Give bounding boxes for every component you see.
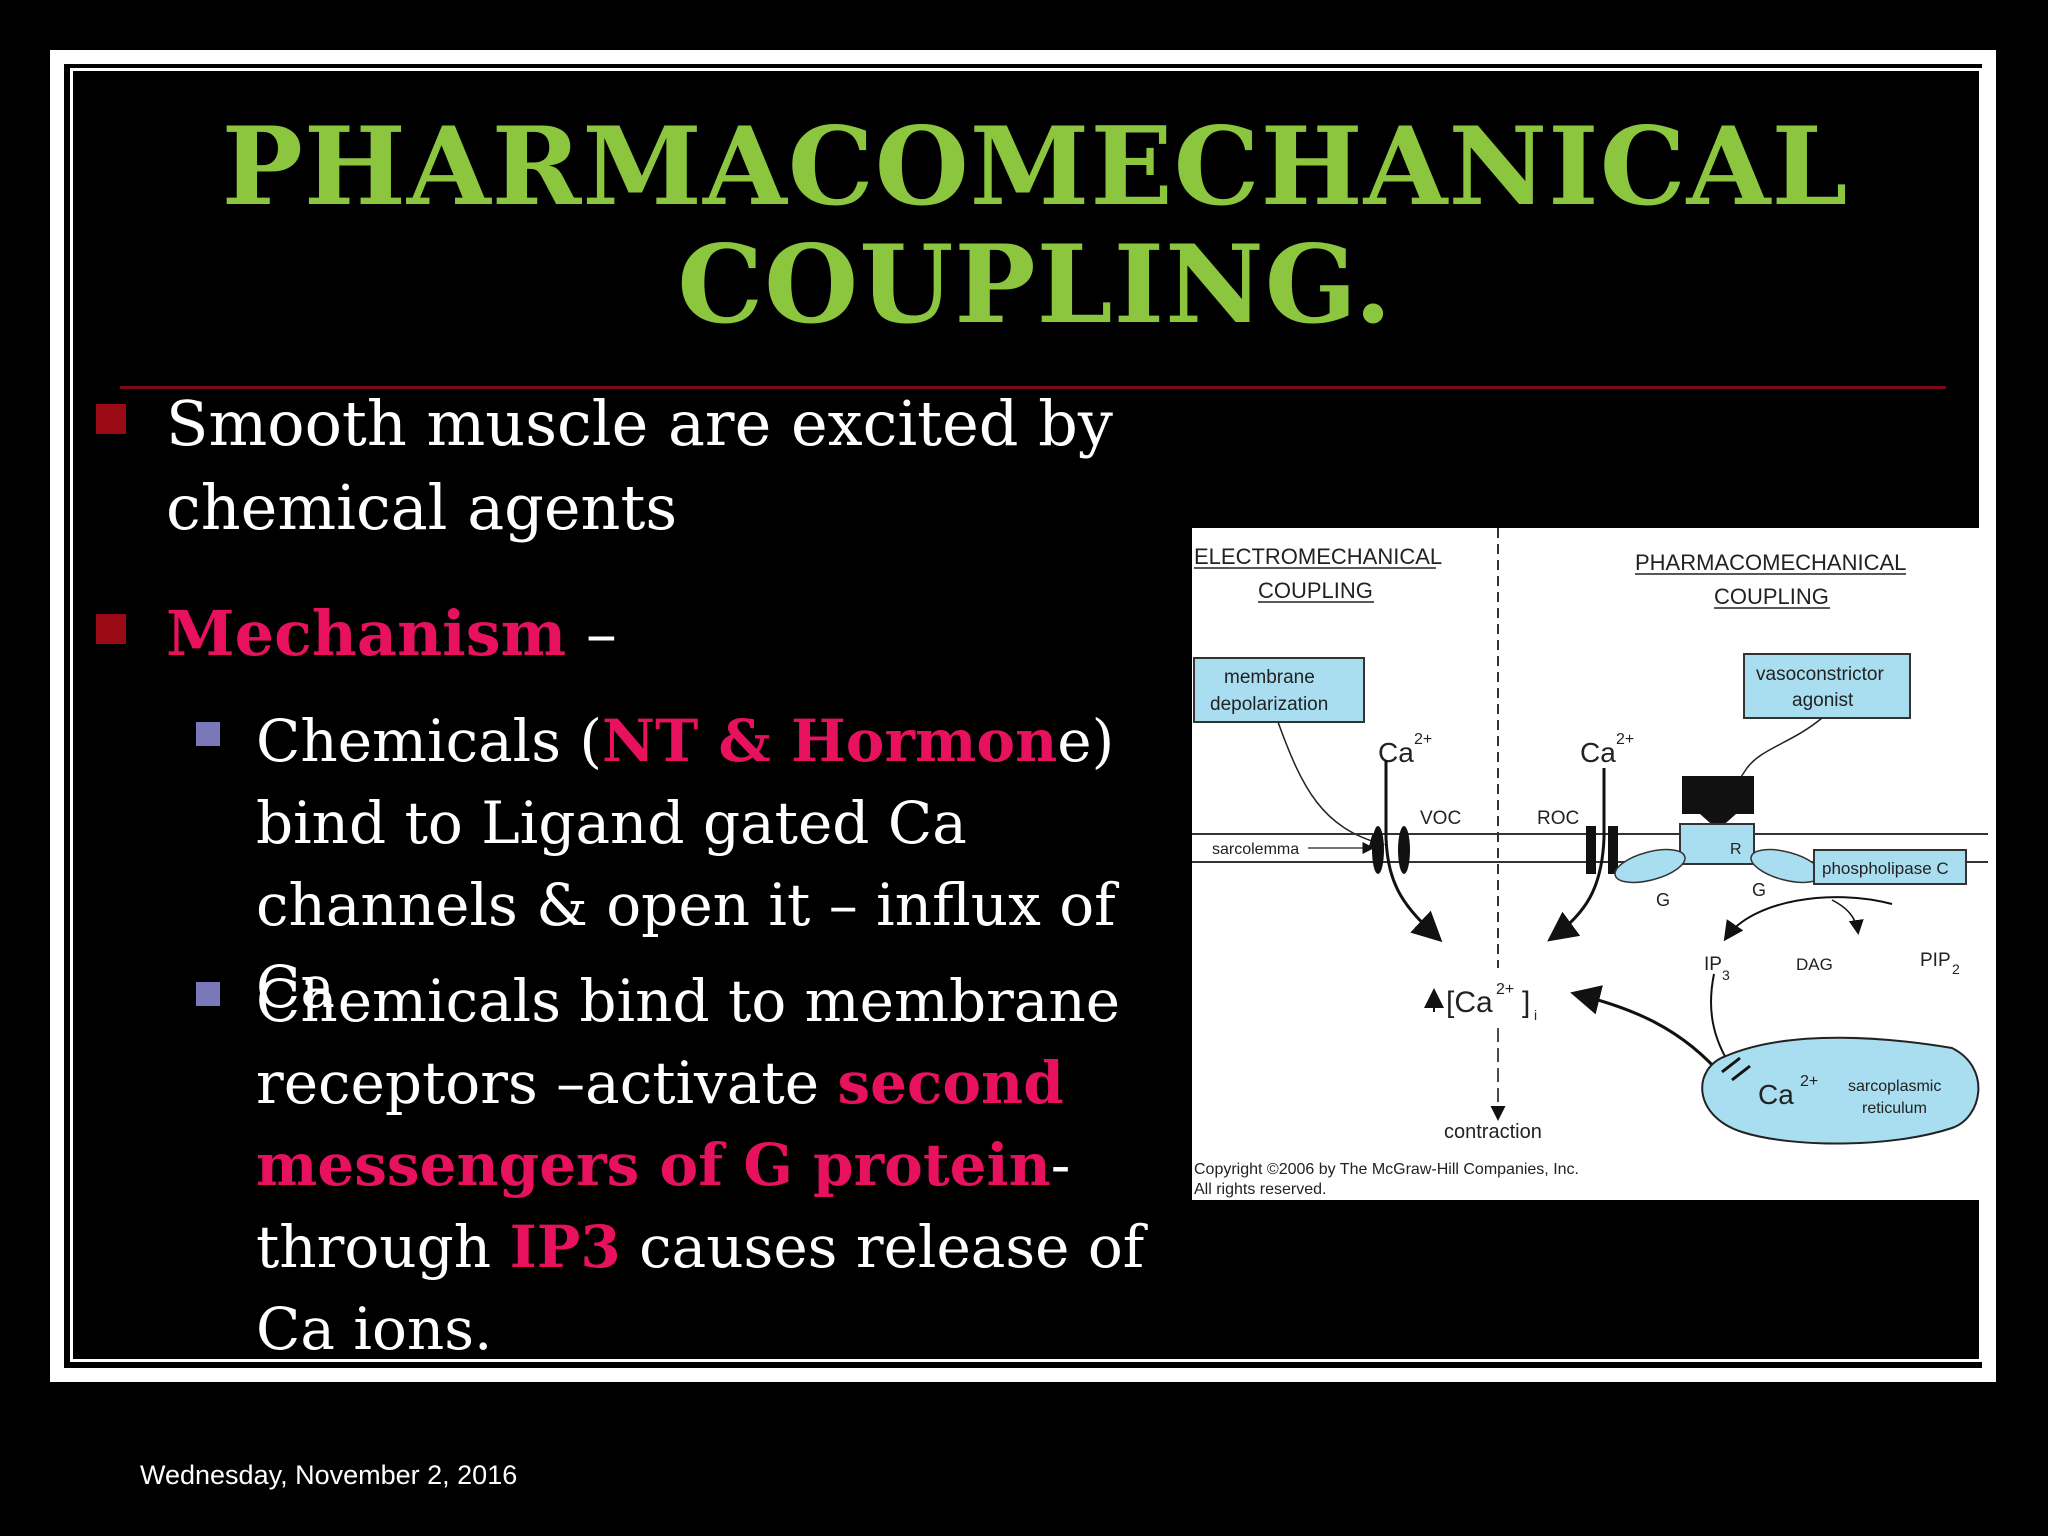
copyright-line-2: All rights reserved. bbox=[1194, 1181, 1327, 1198]
bullet-2-dash: – bbox=[566, 597, 617, 670]
sr-label-2: reticulum bbox=[1862, 1100, 1927, 1117]
coupling-diagram: ELECTROMECHANICAL COUPLING PHARMACOMECHA… bbox=[1192, 528, 1988, 1200]
ca-sr-sup: 2+ bbox=[1800, 1073, 1818, 1090]
pip2-label: PIP bbox=[1920, 950, 1951, 971]
right-heading-2: COUPLING bbox=[1714, 584, 1829, 609]
ca-label-right: Ca bbox=[1580, 737, 1616, 768]
bullet-square-icon bbox=[96, 614, 126, 644]
sub-bullet-square-icon bbox=[196, 982, 220, 1006]
slide-title: PHARMACOMECHANICAL COUPLING. bbox=[160, 108, 1910, 344]
g-label-left: G bbox=[1656, 890, 1670, 910]
left-heading-1: ELECTROMECHANICAL bbox=[1194, 544, 1442, 569]
sub-bullet-1-text-b: e) bind to Ligand gated Ca channels & op… bbox=[256, 707, 1116, 1021]
phospholipase-c-box bbox=[1813, 849, 1967, 885]
voc-channel bbox=[1372, 826, 1384, 874]
ca-sr-label: Ca bbox=[1758, 1079, 1794, 1110]
agonist-ligand bbox=[1682, 776, 1754, 814]
roc-channel bbox=[1586, 826, 1596, 874]
receptor-r bbox=[1679, 823, 1755, 865]
sub-bullet-2-text-a: Chemicals bind to membrane receptors –ac… bbox=[256, 967, 1121, 1117]
ca-intracellular-label: [Ca bbox=[1446, 986, 1493, 1019]
ca-intracellular-sup: 2+ bbox=[1496, 981, 1514, 998]
sub-bullet-square-icon bbox=[196, 722, 220, 746]
ca-intracellular-close: ] bbox=[1522, 986, 1530, 1019]
pip2-sub: 2 bbox=[1952, 961, 1960, 977]
ip3-sub: 3 bbox=[1722, 967, 1730, 983]
sr-label-1: sarcoplasmic bbox=[1848, 1078, 1941, 1095]
membrane-depolarization-box bbox=[1193, 657, 1365, 723]
title-line-1: PHARMACOMECHANICAL bbox=[221, 104, 1849, 230]
receptor-label: R bbox=[1730, 841, 1742, 858]
g-protein-left bbox=[1614, 848, 1686, 884]
title-line-2: COUPLING. bbox=[677, 222, 1393, 348]
sarcolemma-label: sarcolemma bbox=[1212, 841, 1299, 858]
nt-hormone-highlight: NT & Hormon bbox=[602, 707, 1058, 775]
second-messengers-highlight: second messengers of G protein bbox=[256, 1049, 1064, 1199]
roc-label: ROC bbox=[1537, 808, 1579, 829]
ip3-highlight: IP3 bbox=[509, 1213, 621, 1281]
vasoconstrictor-box bbox=[1743, 653, 1911, 719]
sub-bullet-2-text-c: causes release of Ca ions. bbox=[256, 1213, 1145, 1363]
title-divider bbox=[120, 386, 1946, 389]
slide-date: Wednesday, November 2, 2016 bbox=[140, 1460, 518, 1490]
left-heading-2: COUPLING bbox=[1258, 578, 1373, 603]
sub-bullet-2: Chemicals bind to membrane receptors –ac… bbox=[256, 960, 1156, 1370]
ca-intracellular-sub: i bbox=[1534, 1007, 1537, 1023]
contraction-label: contraction bbox=[1444, 1121, 1542, 1143]
bullet-1: Smooth muscle are excited by chemical ag… bbox=[166, 387, 1113, 544]
slide-outer-frame bbox=[50, 50, 1996, 1382]
right-heading-1: PHARMACOMECHANICAL bbox=[1635, 550, 1906, 575]
bullet-square-icon bbox=[96, 404, 126, 434]
dag-label: DAG bbox=[1796, 955, 1833, 974]
sub-bullet-1: Chemicals (NT & Hormone) bind to Ligand … bbox=[256, 700, 1196, 1028]
voc-label: VOC bbox=[1420, 808, 1461, 829]
vaso-label-2: agonist bbox=[1792, 690, 1854, 711]
sub-bullet-2-text-b: - through bbox=[256, 1131, 1071, 1281]
ca-sup-left: 2+ bbox=[1414, 731, 1432, 748]
membrane-label-1: membrane bbox=[1224, 667, 1315, 688]
membrane-label-2: depolarization bbox=[1210, 694, 1328, 715]
copyright-line-1: Copyright ©2006 by The McGraw-Hill Compa… bbox=[1194, 1161, 1579, 1178]
bullet-2: Mechanism – bbox=[166, 592, 1196, 676]
ip3-label: IP bbox=[1704, 954, 1722, 975]
ca-label-left: Ca bbox=[1378, 737, 1414, 768]
mechanism-label: Mechanism bbox=[166, 597, 567, 670]
sarcoplasmic-reticulum bbox=[1701, 1036, 1980, 1145]
ca-sup-right: 2+ bbox=[1616, 731, 1634, 748]
sub-bullet-1-text-a: Chemicals ( bbox=[256, 707, 603, 775]
vaso-label-1: vasoconstrictor bbox=[1756, 664, 1884, 685]
g-label-right: G bbox=[1752, 880, 1766, 900]
phospholipase-label: phospholipase C bbox=[1822, 859, 1949, 878]
